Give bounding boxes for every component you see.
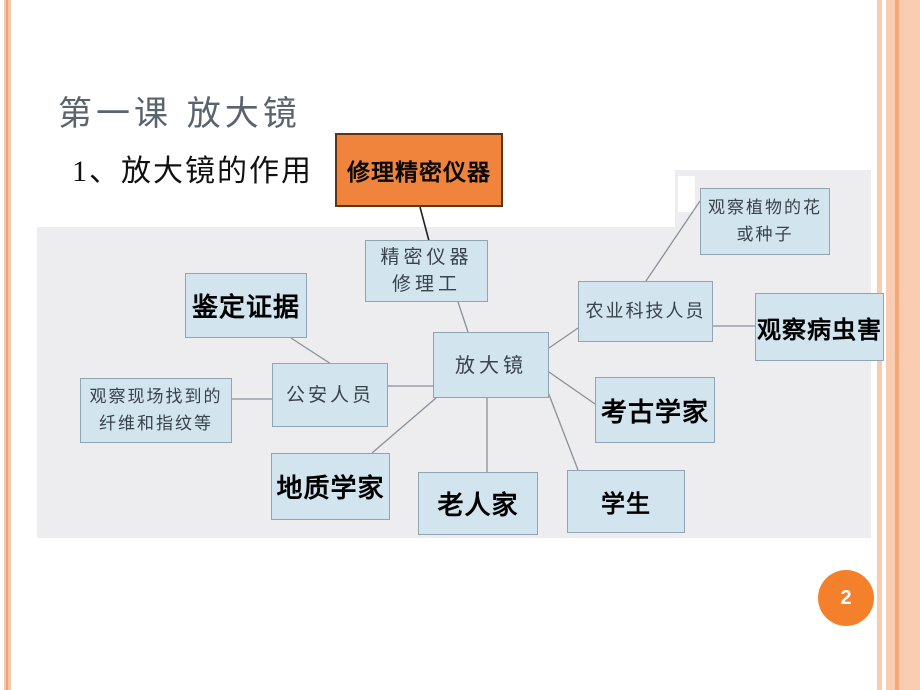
node-geologist: 地质学家 [271,453,390,520]
slide-title: 第一课 放大镜 [58,94,301,134]
node-label: 观察病虫害 [757,316,882,344]
left-edge-stripes [4,0,11,690]
page-number-badge: 2 [818,570,874,626]
node-student: 学生 [567,470,685,533]
node-label-line: 观察现场找到的 [89,386,223,407]
node-identify-evidence: 鉴定证据 [185,273,307,338]
node-observe-plant-flowers-seeds: 观察植物的花 或种子 [700,188,830,255]
node-label: 放大镜 [455,352,527,377]
node-label-line: 或种子 [736,224,794,245]
node-label: 老人家 [437,490,519,520]
node-label: 公安人员 [285,383,374,406]
node-label-line: 精密仪器 [380,246,473,268]
node-precision-instrument-repairer: 精密仪器 修理工 [365,240,488,302]
node-magnifying-glass-center: 放大镜 [433,332,549,398]
node-label: 考古学家 [600,396,709,427]
node-observe-scene-fibers-fingerprints: 观察现场找到的 纤维和指纹等 [80,378,232,443]
node-archaeologist: 考古学家 [595,377,715,443]
node-label-line: 纤维和指纹等 [99,413,213,434]
node-label: 农业科技人员 [585,301,706,322]
page-number: 2 [840,586,852,609]
node-observe-pests: 观察病虫害 [755,293,884,361]
right-edge-band [884,0,920,690]
slide-subtitle: 1、放大镜的作用 [72,155,313,188]
highlight-box-repair-precision-instruments: 修理精密仪器 [335,133,503,207]
node-police-officer: 公安人员 [272,363,388,427]
scan-white-notch [678,176,695,212]
node-elderly-person: 老人家 [418,472,538,535]
node-label: 地质学家 [276,473,385,503]
node-label: 学生 [601,491,651,518]
node-label: 鉴定证据 [191,292,300,322]
highlight-box-label: 修理精密仪器 [347,159,491,185]
node-label-line: 修理工 [391,273,461,295]
node-label-line: 观察植物的花 [708,197,822,218]
node-agricultural-technician: 农业科技人员 [578,281,713,342]
